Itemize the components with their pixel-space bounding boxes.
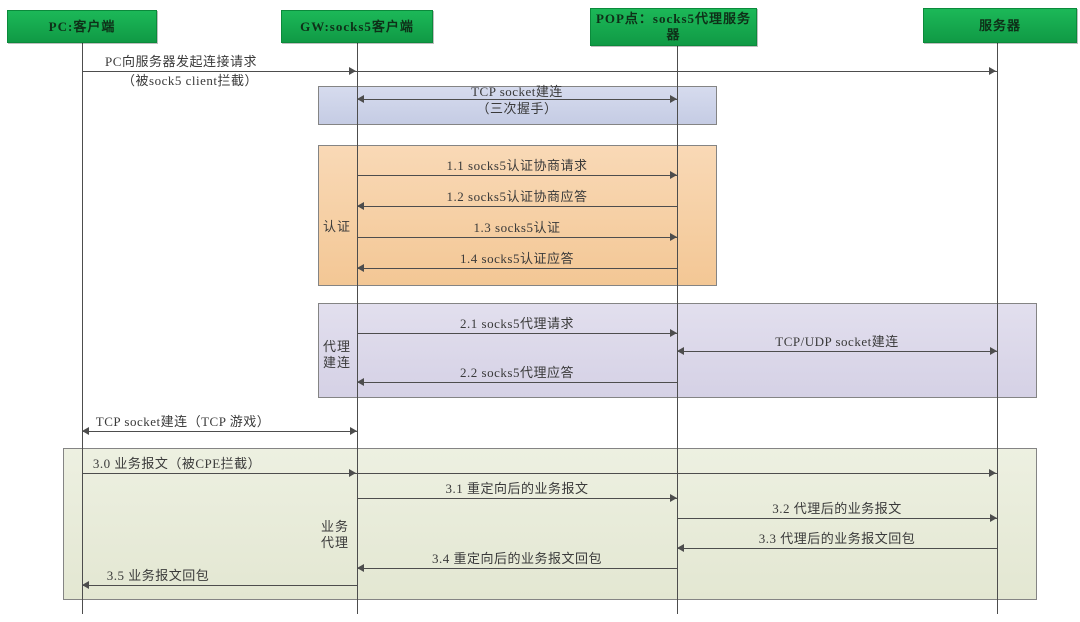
fragment-label-authentication: 认证 bbox=[323, 219, 352, 234]
message-label-b30: 3.0 业务报文（被CPE拦截） bbox=[92, 456, 262, 471]
arrowhead bbox=[670, 171, 677, 179]
arrowhead bbox=[357, 378, 364, 386]
fragment-authentication: 认证 bbox=[318, 145, 717, 286]
message-arrow-a12 bbox=[357, 206, 677, 207]
message-label-b31: 3.1 重定向后的业务报文 bbox=[445, 481, 589, 496]
arrowhead bbox=[677, 347, 684, 355]
message-arrow-b31 bbox=[357, 498, 677, 499]
lifeline-pc bbox=[82, 43, 83, 614]
arrowhead bbox=[670, 494, 677, 502]
arrowhead bbox=[357, 264, 364, 272]
arrowhead bbox=[670, 95, 677, 103]
lifeline-gw bbox=[357, 43, 358, 614]
arrowhead bbox=[357, 564, 364, 572]
arrowhead bbox=[989, 469, 996, 477]
message-arrow-m1 bbox=[82, 71, 997, 72]
message-arrow-a13 bbox=[357, 237, 677, 238]
actor-gw-socks5-client: GW:socks5客户端 bbox=[281, 10, 433, 43]
message-label-a12: 1.2 socks5认证协商应答 bbox=[446, 189, 588, 204]
actor-server: 服务器 bbox=[923, 8, 1077, 43]
message-arrow-tcpudp bbox=[677, 351, 997, 352]
message-label-tcp3way: TCP socket建连 bbox=[471, 84, 563, 99]
message-label-m1: PC向服务器发起连接请求 bbox=[105, 54, 257, 69]
message-arrow-tcp3way bbox=[357, 99, 677, 100]
lifeline-server bbox=[997, 43, 998, 614]
lifeline-pop bbox=[677, 46, 678, 614]
fragment-label-business-proxy: 业务 代理 bbox=[321, 519, 350, 550]
message-label-m1-2: （被sock5 client拦截） bbox=[122, 73, 258, 88]
message-arrow-tcpgame bbox=[82, 431, 357, 432]
message-label-a13: 1.3 socks5认证 bbox=[473, 220, 561, 235]
arrowhead bbox=[350, 427, 357, 435]
arrowhead bbox=[670, 329, 677, 337]
message-label-b35: 3.5 业务报文回包 bbox=[106, 568, 210, 583]
arrowhead bbox=[670, 233, 677, 241]
message-label-tcpudp: TCP/UDP socket建连 bbox=[775, 334, 899, 349]
message-label-a14: 1.4 socks5认证应答 bbox=[460, 251, 574, 266]
message-label-p21: 2.1 socks5代理请求 bbox=[460, 316, 574, 331]
arrowhead bbox=[357, 95, 364, 103]
arrowhead bbox=[349, 67, 356, 75]
arrowhead bbox=[989, 67, 996, 75]
message-arrow-b34 bbox=[357, 568, 677, 569]
message-arrow-b35 bbox=[82, 585, 357, 586]
fragment-tcp-handshake bbox=[318, 86, 717, 125]
message-label-b33: 3.3 代理后的业务报文回包 bbox=[758, 531, 916, 546]
arrowhead bbox=[990, 514, 997, 522]
fragment-label-proxy-setup: 代理 建连 bbox=[323, 339, 352, 370]
message-arrow-p22 bbox=[357, 382, 677, 383]
message-label-tcp3way-2: （三次握手） bbox=[476, 101, 558, 116]
arrowhead bbox=[349, 469, 356, 477]
arrowhead bbox=[990, 347, 997, 355]
arrowhead bbox=[357, 202, 364, 210]
arrowhead bbox=[677, 544, 684, 552]
message-arrow-b33 bbox=[677, 548, 997, 549]
arrowhead bbox=[82, 427, 89, 435]
message-arrow-a14 bbox=[357, 268, 677, 269]
message-arrow-b32 bbox=[677, 518, 997, 519]
message-label-b34: 3.4 重定向后的业务报文回包 bbox=[431, 551, 603, 566]
message-label-p22: 2.2 socks5代理应答 bbox=[460, 365, 574, 380]
arrowhead bbox=[82, 581, 89, 589]
actor-pop-socks5-proxy: POP点：socks5代理服务 器 bbox=[590, 8, 757, 46]
actor-pc-client: PC:客户端 bbox=[7, 10, 157, 43]
message-arrow-p21 bbox=[357, 333, 677, 334]
message-label-a11: 1.1 socks5认证协商请求 bbox=[446, 158, 588, 173]
message-label-b32: 3.2 代理后的业务报文 bbox=[772, 501, 902, 516]
message-arrow-a11 bbox=[357, 175, 677, 176]
message-label-tcpgame: TCP socket建连（TCP 游戏） bbox=[95, 414, 271, 429]
message-arrow-b30 bbox=[82, 473, 997, 474]
